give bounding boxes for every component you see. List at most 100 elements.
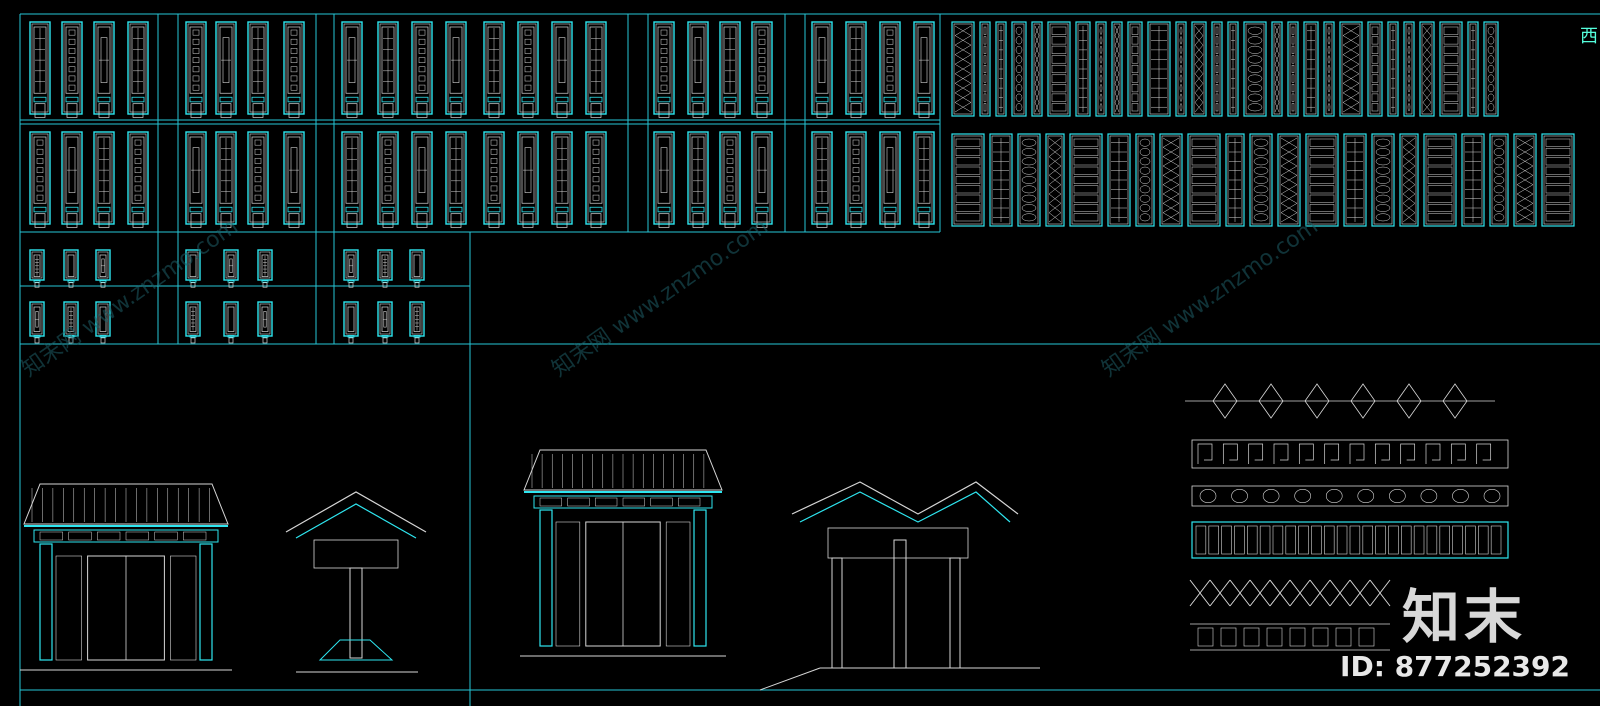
lattice-strip-bottom-0: [951, 133, 985, 227]
lattice-strip-top-24: [1419, 21, 1435, 117]
lattice-strip-bottom-14: [1371, 133, 1395, 227]
lattice-strip-top-18: [1303, 21, 1319, 117]
door-panel-top-2: [93, 21, 115, 118]
lattice-strip-bottom-10: [1249, 133, 1273, 227]
ornament-band-6: [1190, 623, 1390, 651]
lattice-strip-bottom-7: [1159, 133, 1183, 227]
lattice-strip-top-2: [995, 21, 1007, 117]
lattice-strip-top-15: [1243, 21, 1267, 117]
door-panel-bottom-7: [283, 131, 305, 228]
lattice-strip-bottom-20: [1541, 133, 1575, 227]
door-panel-bottom-21: [845, 131, 867, 228]
ornament-band-5: [1189, 579, 1391, 607]
small-panel-top-4: [223, 249, 239, 288]
lattice-strip-bottom-8: [1187, 133, 1221, 227]
door-panel-bottom-10: [411, 131, 433, 228]
door-panel-bottom-9: [377, 131, 399, 228]
door-panel-top-11: [445, 21, 467, 118]
lattice-strip-top-17: [1287, 21, 1299, 117]
small-panel-bottom-2: [95, 301, 111, 344]
lattice-strip-top-7: [1095, 21, 1107, 117]
small-panel-top-0: [29, 249, 45, 288]
lattice-strip-bottom-2: [1017, 133, 1041, 227]
lattice-strip-top-6: [1075, 21, 1091, 117]
small-panel-bottom-6: [343, 301, 359, 344]
lattice-strip-bottom-6: [1135, 133, 1155, 227]
lattice-strip-bottom-4: [1069, 133, 1103, 227]
gate-elevation-4: [759, 481, 1040, 691]
gate-elevation-3: [520, 449, 726, 657]
door-panel-bottom-3: [127, 131, 149, 228]
lattice-strip-bottom-15: [1399, 133, 1419, 227]
ornament-band-1: [1185, 383, 1495, 419]
gate-elevation-2: [285, 491, 427, 673]
door-panel-top-17: [687, 21, 709, 118]
lattice-strip-top-8: [1111, 21, 1123, 117]
small-panel-bottom-3: [185, 301, 201, 344]
lattice-strip-top-12: [1191, 21, 1207, 117]
door-panel-top-10: [411, 21, 433, 118]
door-panel-top-12: [483, 21, 505, 118]
small-panel-bottom-4: [223, 301, 239, 344]
lattice-strip-top-5: [1047, 21, 1071, 117]
lattice-strip-top-26: [1467, 21, 1479, 117]
lattice-strip-bottom-18: [1489, 133, 1509, 227]
lattice-strip-bottom-16: [1423, 133, 1457, 227]
lattice-strip-top-1: [979, 21, 991, 117]
door-panel-top-0: [29, 21, 51, 118]
lattice-strip-top-21: [1367, 21, 1383, 117]
lattice-strip-top-10: [1147, 21, 1171, 117]
lattice-strip-top-22: [1387, 21, 1399, 117]
model-id-label: ID: 877252392: [1340, 650, 1570, 683]
door-panel-top-20: [811, 21, 833, 118]
door-panel-bottom-23: [913, 131, 935, 228]
lattice-strip-top-0: [951, 21, 975, 117]
door-panel-bottom-0: [29, 131, 51, 228]
small-panel-bottom-1: [63, 301, 79, 344]
lattice-strip-bottom-17: [1461, 133, 1485, 227]
small-panel-bottom-0: [29, 301, 45, 344]
door-panel-top-8: [341, 21, 363, 118]
lattice-strip-top-20: [1339, 21, 1363, 117]
ornament-band-2: [1191, 439, 1509, 469]
lattice-strip-top-11: [1175, 21, 1187, 117]
door-panel-top-15: [585, 21, 607, 118]
lattice-strip-top-9: [1127, 21, 1143, 117]
door-panel-bottom-17: [687, 131, 709, 228]
door-panel-bottom-22: [879, 131, 901, 228]
ornament-band-4: [1191, 521, 1509, 559]
door-panel-bottom-1: [61, 131, 83, 228]
lattice-strip-top-27: [1483, 21, 1499, 117]
lattice-strip-top-3: [1011, 21, 1027, 117]
door-panel-top-18: [719, 21, 741, 118]
door-panel-bottom-14: [551, 131, 573, 228]
lattice-strip-top-19: [1323, 21, 1335, 117]
small-panel-top-2: [95, 249, 111, 288]
lattice-strip-top-13: [1211, 21, 1223, 117]
lattice-strip-top-14: [1227, 21, 1239, 117]
door-panel-bottom-18: [719, 131, 741, 228]
lattice-strip-bottom-5: [1107, 133, 1131, 227]
lattice-strip-top-16: [1271, 21, 1283, 117]
door-panel-top-3: [127, 21, 149, 118]
door-panel-top-1: [61, 21, 83, 118]
small-panel-top-6: [343, 249, 359, 288]
brand-logo: 知末: [1401, 583, 1526, 651]
door-panel-bottom-12: [483, 131, 505, 228]
lattice-strip-bottom-1: [989, 133, 1013, 227]
gate-elevation-1: [20, 483, 232, 671]
small-panel-bottom-8: [409, 301, 425, 344]
door-panel-top-22: [879, 21, 901, 118]
small-panel-top-1: [63, 249, 79, 288]
small-panel-top-8: [409, 249, 425, 288]
door-panel-top-7: [283, 21, 305, 118]
door-panel-bottom-8: [341, 131, 363, 228]
lattice-strip-bottom-12: [1305, 133, 1339, 227]
small-panel-top-5: [257, 249, 273, 288]
section-frame: [19, 13, 1600, 706]
lattice-strip-bottom-9: [1225, 133, 1245, 227]
lattice-strip-bottom-19: [1513, 133, 1537, 227]
door-panel-top-23: [913, 21, 935, 118]
door-panel-top-4: [185, 21, 207, 118]
door-panel-bottom-15: [585, 131, 607, 228]
